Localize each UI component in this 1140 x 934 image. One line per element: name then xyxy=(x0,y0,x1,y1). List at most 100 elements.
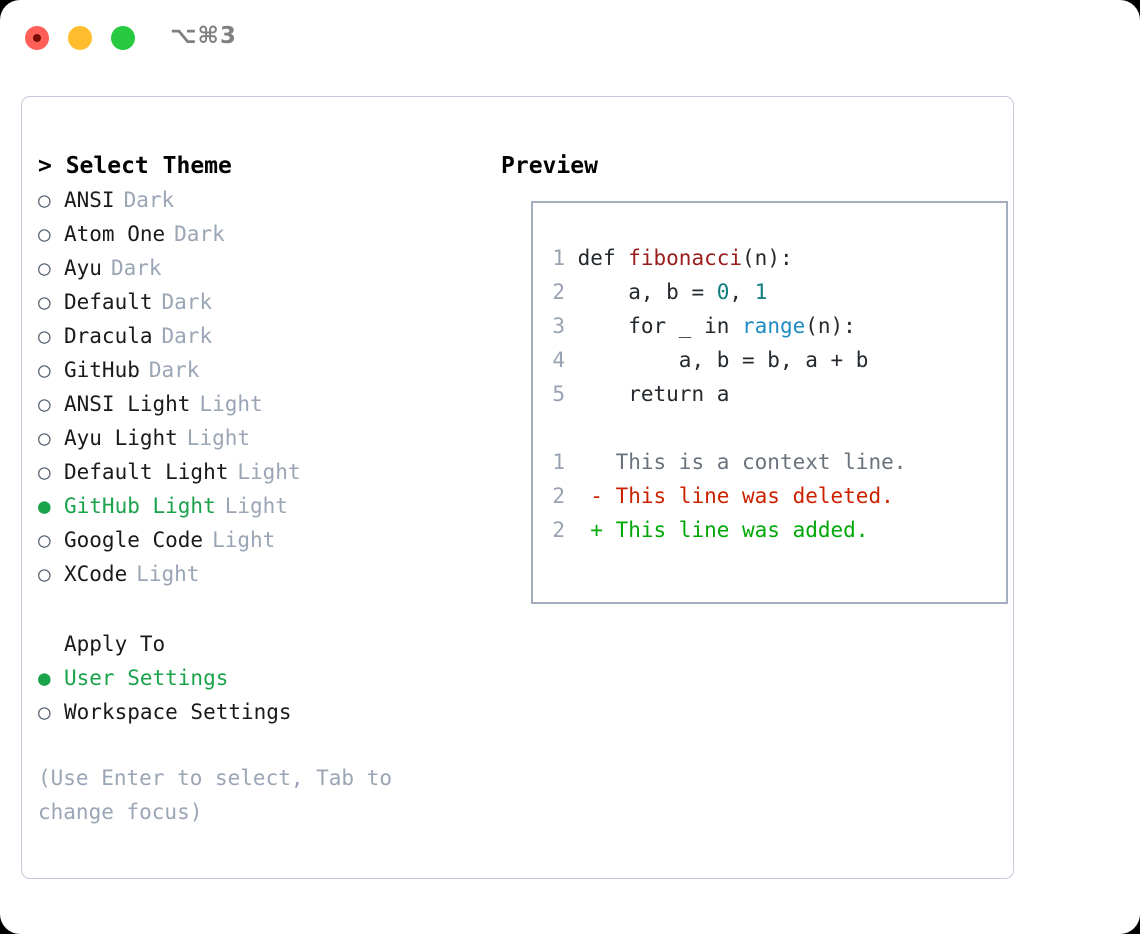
theme-variant-tag: Dark xyxy=(148,358,200,382)
code-token: a, b = xyxy=(577,280,717,304)
theme-name-label: ANSI xyxy=(64,188,115,212)
minimize-icon[interactable] xyxy=(68,26,92,50)
theme-list-item[interactable]: ○ GitHub Dark xyxy=(38,353,478,387)
line-number: 2 xyxy=(552,518,565,542)
theme-list-item[interactable]: ○ ANSI Light Light xyxy=(38,387,478,421)
panel-title-preview: Preview xyxy=(501,153,598,179)
theme-list-item[interactable]: ○ Ayu Light Light xyxy=(38,421,478,455)
theme-variant-tag: Light xyxy=(199,392,263,416)
radio-unselected-icon[interactable]: ○ xyxy=(38,188,51,212)
radio-unselected-icon[interactable]: ○ xyxy=(38,256,51,280)
code-token: , xyxy=(729,280,755,304)
theme-name-label: GitHub Light xyxy=(64,494,216,518)
diff-text: + This line was added. xyxy=(590,518,869,542)
theme-name-label: GitHub xyxy=(64,358,140,382)
theme-name-label: XCode xyxy=(64,562,128,586)
theme-list-item[interactable]: ○ Atom One Dark xyxy=(38,217,478,251)
theme-variant-tag: Light xyxy=(186,426,251,450)
theme-name-label: Google Code xyxy=(64,528,204,552)
line-number: 2 xyxy=(552,280,565,304)
code-token: fibonacci xyxy=(628,246,743,270)
line-number: 5 xyxy=(552,382,565,406)
theme-variant-tag: Dark xyxy=(110,256,162,280)
line-number: 1 xyxy=(552,450,565,474)
theme-variant-tag: Light xyxy=(237,460,301,484)
list-spacer xyxy=(38,591,478,627)
radio-selected-icon[interactable]: ● xyxy=(38,494,51,518)
theme-variant-tag: Dark xyxy=(123,188,175,212)
code-token: 1 xyxy=(754,280,768,304)
theme-list-item[interactable]: ○ XCode Light xyxy=(38,557,478,591)
diff-line: 2 - This line was deleted. xyxy=(551,479,906,513)
diff-line: 2 + This line was added. xyxy=(551,513,906,547)
diff-text: This is a context line. xyxy=(590,450,907,474)
theme-variant-tag: Dark xyxy=(161,290,213,314)
theme-variant-tag: Dark xyxy=(161,324,213,348)
diff-line: 1 This is a context line. xyxy=(551,445,906,479)
radio-unselected-icon[interactable]: ○ xyxy=(38,358,51,382)
apply-to-item[interactable]: ●User Settings xyxy=(38,661,478,695)
radio-unselected-icon[interactable]: ○ xyxy=(38,426,51,450)
line-number: 4 xyxy=(552,348,565,372)
maximize-icon[interactable] xyxy=(111,26,135,50)
theme-list-item[interactable]: ○ Ayu Dark xyxy=(38,251,478,285)
code-token: range xyxy=(742,314,806,338)
theme-variant-tag: Light xyxy=(136,562,200,586)
code-line: 3 for _ in range(n): xyxy=(551,309,906,343)
theme-name-label: ANSI Light xyxy=(64,392,191,416)
theme-variant-tag: Dark xyxy=(174,222,225,246)
theme-list-item[interactable]: ○ ANSI Dark xyxy=(38,183,478,217)
line-number: 2 xyxy=(552,484,565,508)
code-line: 1 def fibonacci(n): xyxy=(551,241,906,275)
code-line: 4 a, b = b, a + b xyxy=(551,343,906,377)
code-line: 2 a, b = 0, 1 xyxy=(551,275,906,309)
theme-list-item[interactable]: ○ Default Dark xyxy=(38,285,478,319)
radio-unselected-icon[interactable]: ○ xyxy=(38,222,51,246)
theme-variant-tag: Light xyxy=(212,528,276,552)
apply-to-list[interactable]: ●User Settings ○ Workspace Settings xyxy=(38,661,478,729)
code-token: (n): xyxy=(742,246,793,270)
diff-text: - This line was deleted. xyxy=(590,484,894,508)
code-line: 5 return a xyxy=(551,377,906,411)
theme-name-label: Default Light xyxy=(64,460,229,484)
theme-name-label: Ayu xyxy=(64,256,102,280)
panel-title-select-theme: > Select Theme xyxy=(38,153,232,179)
radio-unselected-icon[interactable]: ○ xyxy=(38,562,51,586)
line-number: 3 xyxy=(552,314,565,338)
theme-list-item[interactable]: ● GitHub Light Light xyxy=(38,489,478,523)
radio-unselected-icon[interactable]: ○ xyxy=(38,324,51,348)
title-bar: ⌥⌘3 xyxy=(0,0,1140,78)
line-number: 1 xyxy=(552,246,565,270)
radio-unselected-icon[interactable]: ○ xyxy=(38,392,51,416)
keyboard-shortcut-label: ⌥⌘3 xyxy=(170,23,237,49)
code-token: def xyxy=(577,246,629,270)
radio-selected-icon[interactable]: ● xyxy=(38,666,51,690)
theme-list-item[interactable]: ○ Default Light Light xyxy=(38,455,478,489)
radio-unselected-icon[interactable]: ○ xyxy=(38,528,51,552)
theme-list-item[interactable]: ○ Google Code Light xyxy=(38,523,478,557)
theme-name-label: Default xyxy=(64,290,153,314)
theme-list-item[interactable]: ○ Dracula Dark xyxy=(38,319,478,353)
theme-name-label: Atom One xyxy=(64,222,166,246)
theme-name-label: Dracula xyxy=(64,324,153,348)
theme-name-label: Ayu Light xyxy=(64,426,178,450)
radio-unselected-icon[interactable]: ○ xyxy=(38,460,51,484)
preview-panel: Preview 1 def fibonacci(n):2 a, b = 0, 1… xyxy=(501,149,1008,604)
code-blank-line xyxy=(551,411,906,445)
code-token: for _ in xyxy=(577,314,743,338)
code-token: 0 xyxy=(716,280,730,304)
theme-variant-tag: Light xyxy=(224,494,288,518)
hint-spacer xyxy=(38,729,478,761)
apply-to-label: Workspace Settings xyxy=(64,700,292,724)
code-token: (n): xyxy=(805,314,856,338)
apply-to-item[interactable]: ○ Workspace Settings xyxy=(38,695,478,729)
radio-unselected-icon[interactable]: ○ xyxy=(38,290,51,314)
close-icon[interactable] xyxy=(25,26,49,50)
radio-unselected-icon[interactable]: ○ xyxy=(38,700,51,724)
keyboard-hint-text: (Use Enter to select, Tab to change focu… xyxy=(38,766,393,824)
